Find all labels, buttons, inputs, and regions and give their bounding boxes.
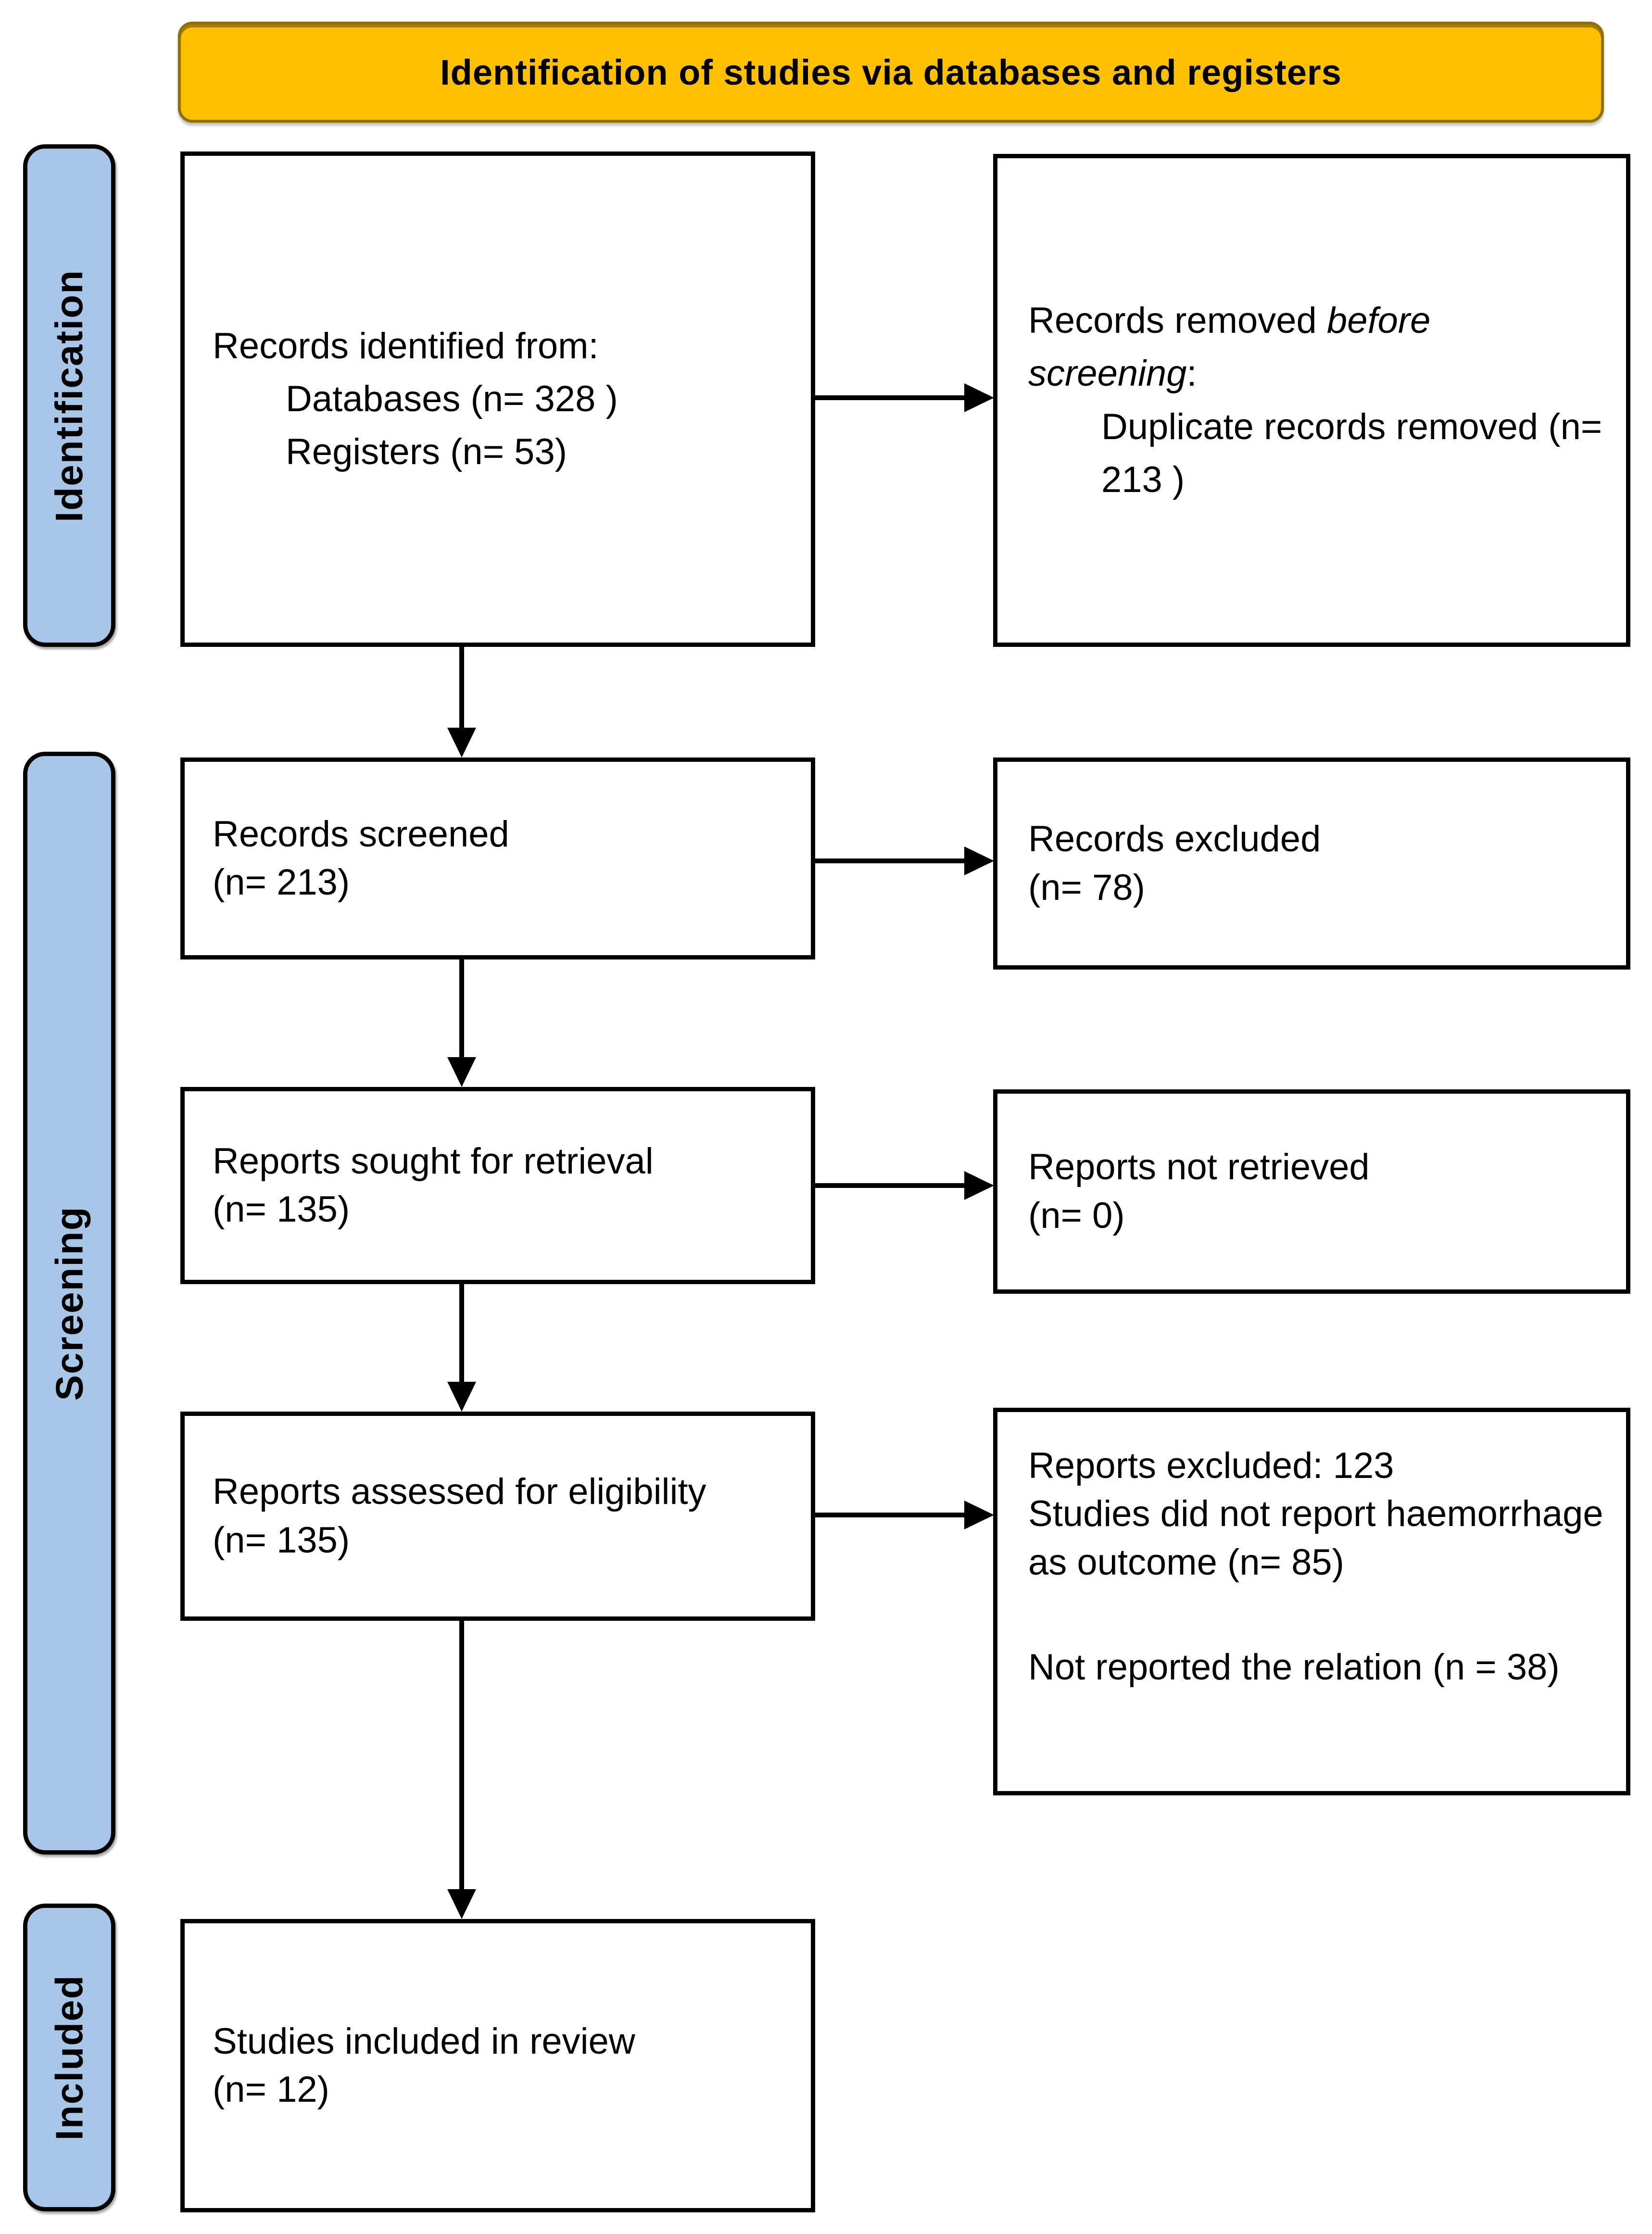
reports-not-retrieved-n: (n= 0) xyxy=(1028,1195,1125,1236)
box-records-removed-before-screening: Records removed before screening: Duplic… xyxy=(993,154,1630,647)
box-records-identified: Records identified from: Databases (n= 3… xyxy=(180,151,815,647)
records-removed-emphasis: before screening xyxy=(1028,300,1431,394)
records-removed-colon: : xyxy=(1186,353,1197,394)
box-records-screened: Records screened (n= 213) xyxy=(180,757,815,959)
reports-excluded-line3: Not reported the relation (n = 38) xyxy=(1028,1646,1560,1688)
stage-label-identification: Identification xyxy=(23,144,115,647)
stage-label-identification-text: Identification xyxy=(48,269,90,522)
reports-assessed-n: (n= 135) xyxy=(213,1519,350,1561)
box-studies-included: Studies included in review (n= 12) xyxy=(180,1919,815,2212)
records-excluded-label: Records excluded xyxy=(1028,819,1321,860)
reports-not-retrieved-label: Reports not retrieved xyxy=(1028,1147,1370,1188)
box-reports-sought: Reports sought for retrieval (n= 135) xyxy=(180,1087,815,1284)
records-excluded-n: (n= 78) xyxy=(1028,867,1145,908)
reports-assessed-label: Reports assessed for eligibility xyxy=(213,1471,706,1513)
reports-sought-label: Reports sought for retrieval xyxy=(213,1140,654,1182)
title-banner-label: Identification of studies via databases … xyxy=(440,52,1342,92)
stage-label-included: Included xyxy=(23,1904,115,2211)
title-banner: Identification of studies via databases … xyxy=(178,22,1604,123)
box-reports-not-retrieved: Reports not retrieved (n= 0) xyxy=(993,1089,1630,1294)
reports-excluded-line2: Studies did not report haemorrhage as ou… xyxy=(1028,1493,1603,1583)
records-removed-duplicates: Duplicate records removed (n= 213 ) xyxy=(1101,406,1602,500)
records-removed-lead: Records removed xyxy=(1028,300,1327,341)
studies-included-n: (n= 12) xyxy=(213,2069,329,2110)
records-identified-registers: Registers (n= 53) xyxy=(286,431,567,473)
records-screened-label: Records screened xyxy=(213,813,509,855)
records-identified-intro: Records identified from: xyxy=(213,325,599,366)
box-reports-assessed: Reports assessed for eligibility (n= 135… xyxy=(180,1412,815,1621)
records-removed-heading: Records removed before screening: xyxy=(1028,294,1475,400)
studies-included-label: Studies included in review xyxy=(213,2020,635,2062)
records-identified-databases: Databases (n= 328 ) xyxy=(286,378,618,419)
stage-label-included-text: Included xyxy=(48,1974,90,2141)
reports-excluded-line1: Reports excluded: 123 xyxy=(1028,1445,1394,1486)
box-reports-excluded-detail: Reports excluded: 123 Studies did not re… xyxy=(993,1408,1630,1795)
stage-label-screening-text: Screening xyxy=(48,1206,91,1401)
box-records-excluded: Records excluded (n= 78) xyxy=(993,757,1630,970)
stage-label-screening: Screening xyxy=(23,752,115,1855)
reports-sought-n: (n= 135) xyxy=(213,1189,350,1230)
records-screened-n: (n= 213) xyxy=(213,862,350,903)
